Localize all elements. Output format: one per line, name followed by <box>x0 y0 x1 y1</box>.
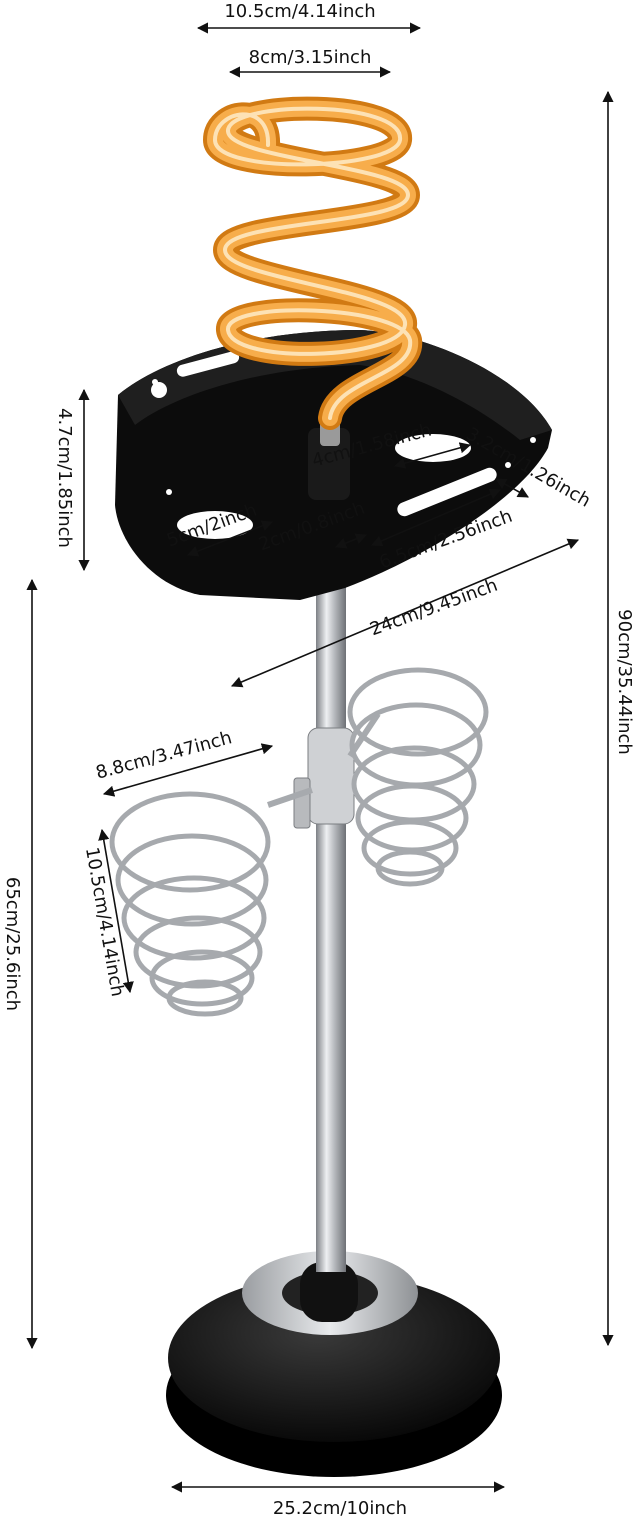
left-wire-holder <box>109 791 271 1017</box>
stand-base <box>166 1251 502 1477</box>
label-tray-height: 4.7cm/1.85inch <box>54 408 75 548</box>
right-wire-holder <box>347 667 489 887</box>
label-top-outer-width: 10.5cm/4.14inch <box>224 1 376 22</box>
label-lower-height: 65cm/25.6inch <box>2 876 23 1012</box>
label-total-height: 90cm/35.44inch <box>614 609 635 755</box>
dimension-arrows <box>26 22 614 1493</box>
label-top-inner-width: 8cm/3.15inch <box>248 47 372 68</box>
label-base-diameter: 25.2cm/10inch <box>272 1498 408 1519</box>
orange-spiral-holder <box>202 96 423 430</box>
stand-pole <box>316 560 346 1272</box>
